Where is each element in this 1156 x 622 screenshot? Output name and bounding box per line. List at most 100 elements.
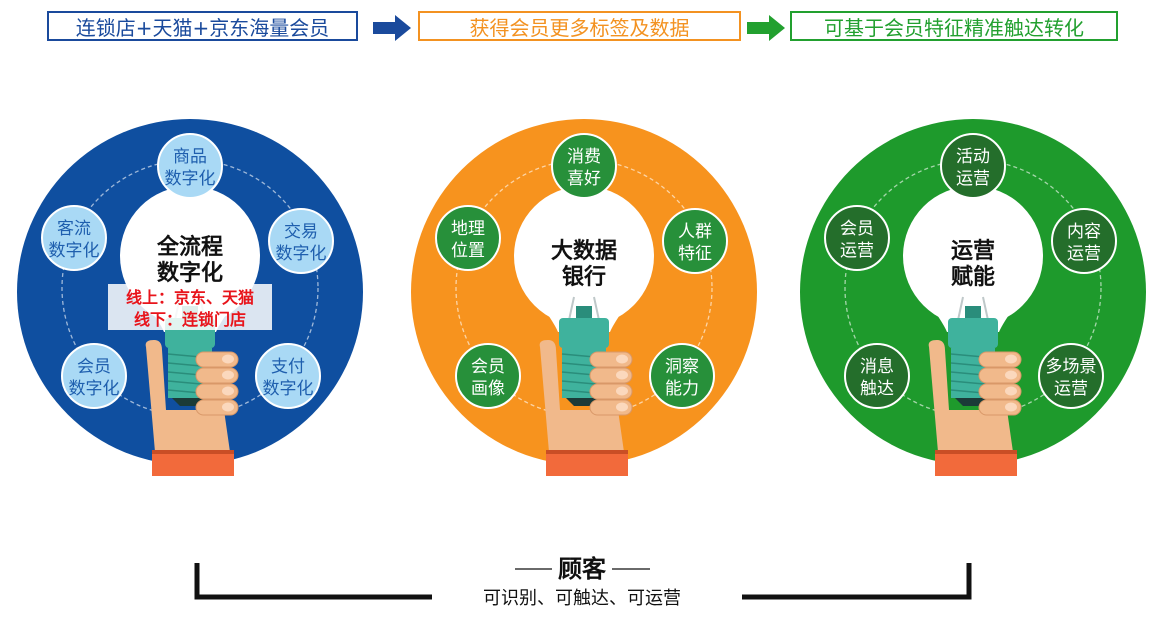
arrow-right-icon-1	[373, 15, 411, 41]
node-text: 特征	[678, 244, 712, 264]
note-bg	[108, 284, 272, 330]
finger-nail	[222, 370, 234, 380]
node-text: 消费	[567, 147, 601, 167]
finger-nail	[616, 370, 628, 380]
finger-nail	[616, 402, 628, 412]
footer-subtitle: 可识别、可触达、可运营	[483, 588, 681, 609]
node-circle	[824, 205, 890, 271]
node-text: 客流	[57, 219, 91, 239]
node-circle	[455, 343, 521, 409]
node-circle	[551, 133, 617, 199]
node-text: 会员	[840, 219, 874, 239]
finger-nail	[616, 354, 628, 364]
node-text: 能力	[665, 379, 699, 399]
sleeve-cuff	[152, 450, 234, 454]
node-circle	[1038, 343, 1104, 409]
node-circle	[255, 343, 321, 409]
sleeve-cuff	[546, 450, 628, 454]
center-text: 赋能	[951, 264, 995, 290]
node-text: 活动	[956, 147, 990, 167]
banner-1: 连锁店+天猫+京东海量会员	[47, 11, 358, 41]
finger-nail	[1005, 354, 1017, 364]
bracket-right	[742, 563, 972, 600]
node-text: 数字化	[165, 169, 216, 189]
center-text: 大数据	[551, 238, 617, 264]
node-text: 数字化	[69, 379, 120, 399]
center-text: 全流程	[156, 234, 223, 260]
banner-2: 获得会员更多标签及数据	[418, 11, 741, 41]
sleeve-cuff	[935, 450, 1017, 454]
finger-nail	[1005, 402, 1017, 412]
finger-nail	[1005, 386, 1017, 396]
node-text: 数字化	[263, 379, 314, 399]
node-text: 消息	[860, 357, 894, 377]
node-circle	[649, 343, 715, 409]
hand-sleeve	[935, 450, 1017, 476]
node-text: 数字化	[276, 244, 327, 264]
bulb-glow	[514, 186, 654, 326]
hand-sleeve	[152, 450, 234, 476]
node-circle	[41, 205, 107, 271]
arrow-shape	[747, 15, 785, 41]
node-text: 洞察	[665, 357, 699, 377]
node-circle	[844, 343, 910, 409]
node-text: 运营	[840, 241, 874, 261]
hand-sleeve	[546, 450, 628, 476]
node-text: 位置	[451, 241, 485, 261]
node-text: 多场景	[1046, 357, 1097, 377]
finger-nail	[222, 402, 234, 412]
finger-nail	[1005, 370, 1017, 380]
hand-palm	[145, 340, 230, 452]
node-circle	[61, 343, 127, 409]
finger-nail	[616, 386, 628, 396]
center-text: 银行	[562, 264, 606, 290]
node-text: 商品	[173, 147, 207, 167]
note-text: 线上：京东、天猫	[126, 288, 254, 307]
circle-group-1: 全流程数字化线上：京东、天猫线下：连锁门店商品数字化交易数字化支付数字化会员数字…	[17, 119, 363, 476]
note-text: 线下：连锁门店	[134, 310, 246, 329]
node-text: 运营	[956, 169, 990, 189]
node-text: 人群	[678, 222, 712, 242]
hand-palm	[539, 340, 624, 452]
node-text: 画像	[471, 379, 505, 399]
center-text: 数字化	[157, 260, 223, 286]
hand-palm	[928, 340, 1013, 452]
bulb-cap	[948, 318, 998, 348]
node-text: 内容	[1067, 222, 1101, 242]
arrow-right-icon-2	[747, 15, 785, 41]
node-text: 运营	[1067, 244, 1101, 264]
finger-nail	[222, 354, 234, 364]
node-text: 喜好	[567, 169, 601, 189]
bulb-stem	[576, 306, 592, 320]
node-circle	[1051, 208, 1117, 274]
footer-bracket: 顾客 可识别、可触达、可运营	[194, 555, 972, 609]
banner-3: 可基于会员特征精准触达转化	[790, 11, 1118, 41]
finger-nail	[222, 386, 234, 396]
node-text: 地理	[451, 219, 485, 239]
bulb-cap	[559, 318, 609, 348]
node-text: 运营	[1054, 379, 1088, 399]
node-text: 会员	[77, 357, 111, 377]
bulb-glow	[903, 186, 1043, 326]
bulb-stem	[965, 306, 981, 320]
center-text: 运营	[951, 239, 995, 264]
arrow-shape	[373, 15, 411, 41]
node-circle	[940, 133, 1006, 199]
circles-layer: 全流程数字化线上：京东、天猫线下：连锁门店商品数字化交易数字化支付数字化会员数字…	[17, 119, 1146, 476]
node-circle	[435, 205, 501, 271]
